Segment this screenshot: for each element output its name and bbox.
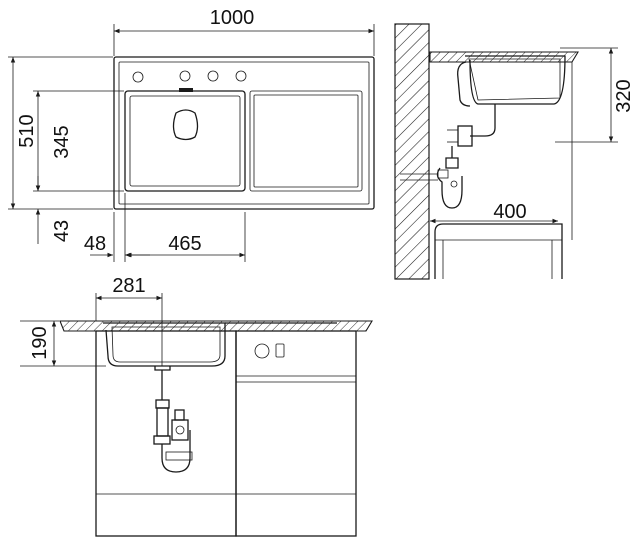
appliance-knob (254, 343, 270, 359)
tap-hole-4 (235, 70, 247, 82)
overflow-pipe (457, 61, 471, 107)
trap-fitting (457, 125, 473, 147)
sink-bowl-inner (129, 95, 241, 187)
top-view: 1000 510 345 43 48 465 (8, 7, 375, 262)
side-view: 320 400 (394, 23, 635, 280)
dim-overall-width: 1000 (210, 7, 255, 29)
sink-side-profile (465, 55, 566, 105)
appliance-switch (275, 343, 285, 358)
dim-overall-depth: 510 (16, 114, 38, 147)
dim-bowl-width: 465 (168, 233, 201, 255)
tap-hole-3 (207, 70, 219, 82)
trap-body (445, 146, 459, 169)
drain-pipe (470, 104, 496, 137)
countertop-section (429, 51, 579, 63)
drainboard-inner (253, 94, 359, 188)
base-cabinet-right (235, 330, 357, 537)
overflow-slot (179, 88, 193, 92)
sink-outline (113, 56, 375, 210)
front-view: 281 190 (20, 275, 373, 537)
cabinet-outline (434, 223, 563, 279)
dim-drain-offset: 281 (112, 275, 145, 297)
dim-bowl-height: 190 (29, 326, 51, 359)
siphon-loop (436, 167, 463, 209)
drain-outlet (172, 109, 199, 141)
dim-side-height: 320 (613, 79, 635, 112)
tap-hole-2 (179, 70, 191, 82)
siphon-tube (156, 407, 169, 437)
sink-inner-edge (118, 61, 370, 205)
dim-bowl-offset: 48 (84, 233, 106, 255)
dim-bowl-depth: 345 (51, 125, 73, 158)
siphon-bend (161, 430, 191, 473)
drainboard (249, 90, 363, 192)
dim-front-edge: 43 (51, 220, 73, 242)
sink-front-bowl (103, 322, 226, 367)
sink-bowl (124, 90, 246, 192)
dim-side-reach: 400 (493, 201, 526, 223)
tap-hole-1 (132, 71, 144, 83)
wall-section (394, 23, 430, 280)
